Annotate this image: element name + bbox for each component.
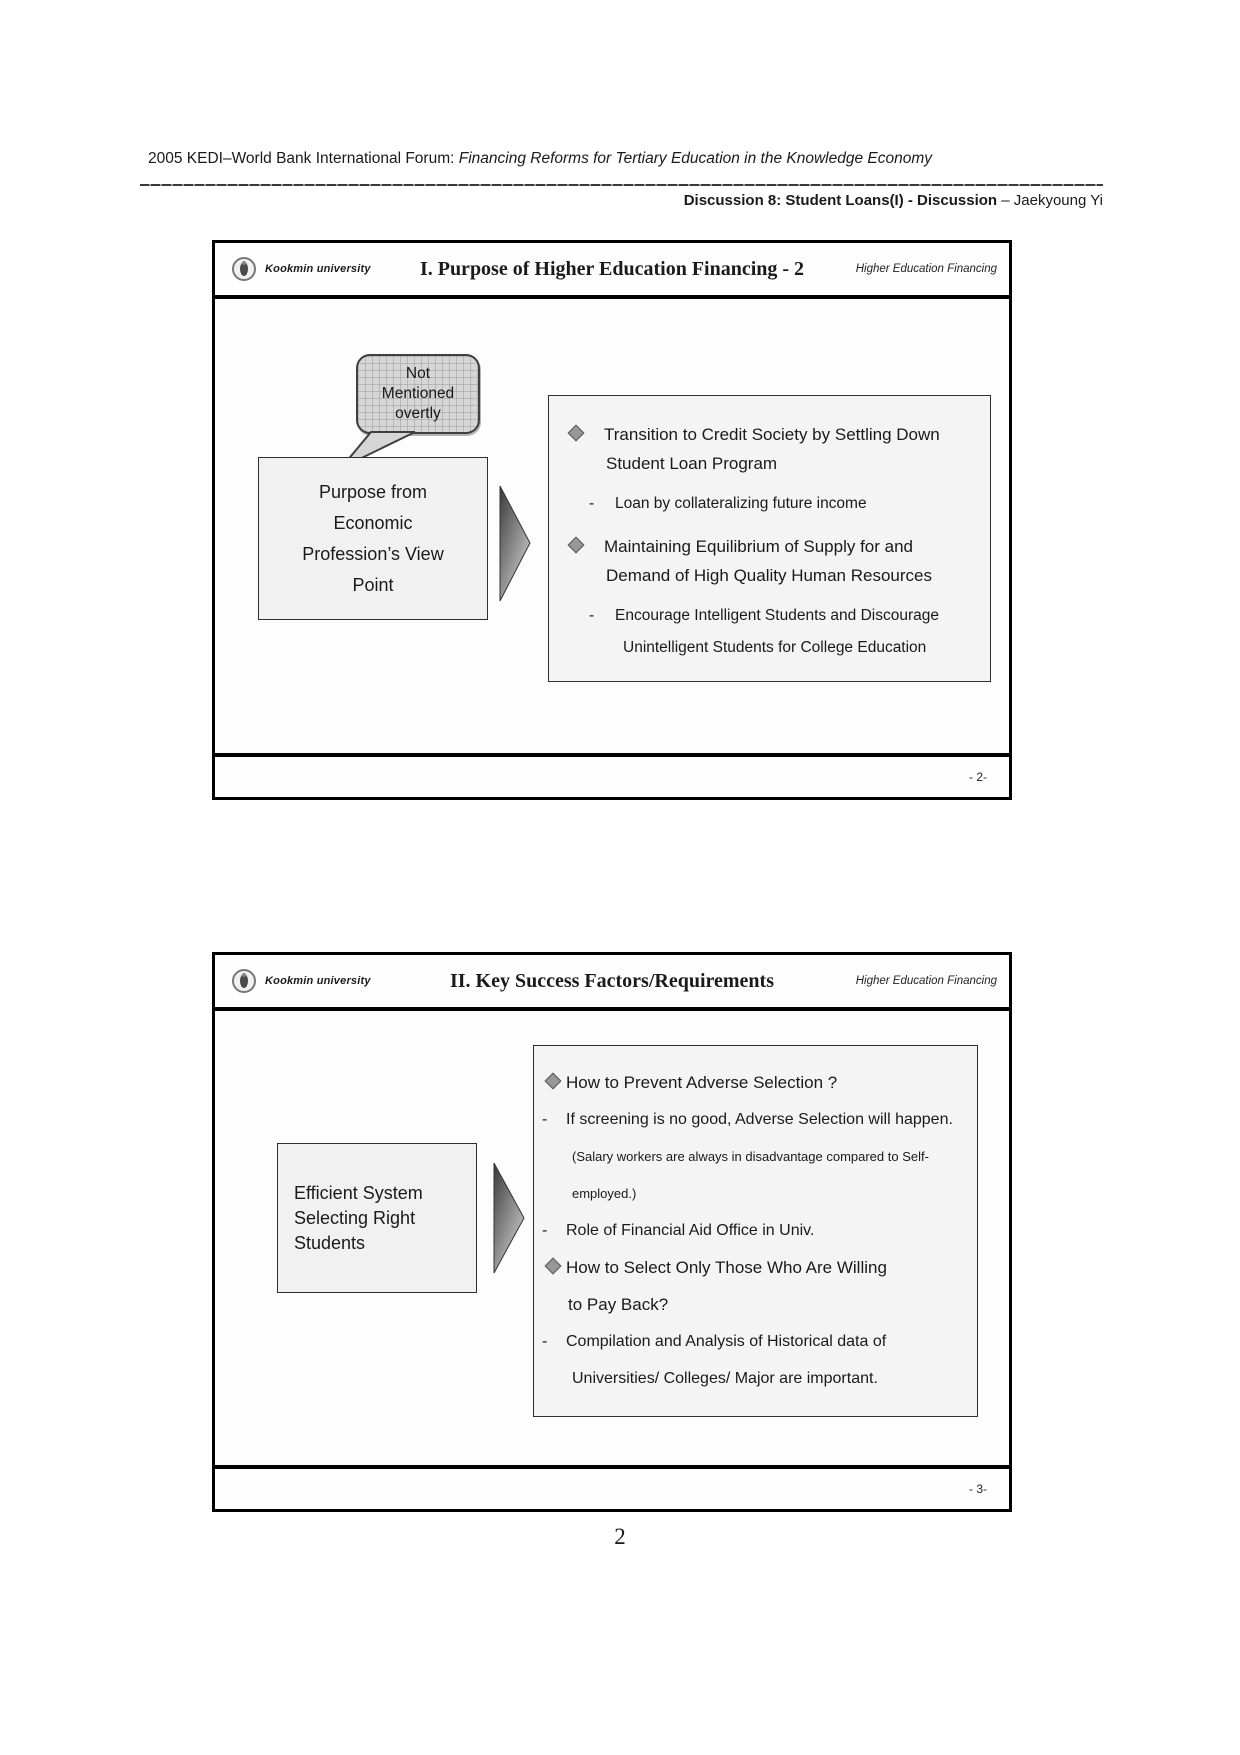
slide-2: Kookmin university II. Key Success Facto… (212, 952, 1012, 1512)
efficient-system-box: Efficient System Selecting Right Student… (277, 1143, 477, 1293)
bullet-text: Loan by collateralizing future income (615, 495, 867, 512)
kookmin-logo-icon (232, 257, 256, 281)
slide-2-title: II. Key Success Factors/Requirements (449, 969, 775, 992)
slide-1-body: Not Mentioned overtly Purpose from Econo… (215, 299, 1009, 753)
slide-1-header: Kookmin university I. Purpose of Higher … (215, 243, 1009, 299)
forum-title-italic: Financing Reforms for Tertiary Education… (454, 150, 933, 167)
bullet-text: If screening is no good, Adverse Selecti… (566, 1111, 953, 1128)
slide-1-content-box: Transition to Credit Society by Settling… (548, 395, 991, 682)
bullet-item: How to Prevent Adverse Selection ? (544, 1064, 959, 1101)
slide-1-corner-label: Higher Education Financing (855, 263, 997, 275)
bullet-subitem: - If screening is no good, Adverse Select… (542, 1101, 959, 1212)
bullet-subitem: - Compilation and Analysis of Historical … (542, 1323, 959, 1397)
slide-2-content-box: How to Prevent Adverse Selection ? - If s… (533, 1045, 978, 1417)
dash-bullet: - (542, 1111, 548, 1128)
bullet-text: Maintaining Equilibrium of Supply for an… (604, 537, 932, 585)
slide-2-corner-label: Higher Education Financing (855, 975, 997, 987)
slide-page-number: - 2- (969, 770, 987, 784)
bullet-subitem: - Encourage Intelligent Students and Disc… (589, 600, 976, 664)
bullet-text: Compilation and Analysis of Historical d… (566, 1333, 887, 1387)
brand-label: Kookmin university (265, 975, 371, 987)
forum-title: 2005 KEDI–World Bank International Forum… (148, 150, 932, 168)
dash-bullet: - (589, 607, 595, 624)
speech-bubble: Not Mentioned overtly (356, 354, 480, 434)
diamond-bullet-icon (567, 424, 585, 442)
dash-bullet: - (542, 1333, 548, 1350)
right-arrow-icon (493, 1162, 525, 1274)
bullet-note: (Salary workers are always in disadvanta… (572, 1149, 929, 1201)
discussion-label: Discussion 8: Student Loans(I) - Discuss… (683, 192, 998, 209)
brand-group: Kookmin university (231, 243, 371, 295)
bullet-subitem: - Role of Financial Aid Office in Univ. (542, 1212, 959, 1249)
slide-1-title: I. Purpose of Higher Education Financing… (419, 257, 805, 280)
bullet-text: How to Select Only Those Who Are Willing… (566, 1258, 887, 1314)
slide-2-footer: - 3- (215, 1465, 1009, 1509)
bullet-item: How to Select Only Those Who Are Willing… (544, 1249, 959, 1323)
kookmin-logo-icon (232, 969, 256, 993)
bullet-item: Transition to Credit Society by Settling… (567, 420, 976, 478)
slide-page-number: - 3- (969, 1482, 987, 1496)
bullet-text: Encourage Intelligent Students and Disco… (615, 607, 939, 656)
bullet-text: Role of Financial Aid Office in Univ. (566, 1222, 815, 1239)
bullet-text: Transition to Credit Society by Settling… (604, 425, 940, 473)
purpose-box: Purpose from Economic Profession’s View … (258, 457, 488, 620)
slide-1: Kookmin university I. Purpose of Higher … (212, 240, 1012, 800)
diamond-bullet-icon (544, 1257, 562, 1275)
header-divider-rule (140, 184, 1103, 186)
right-arrow-icon (499, 485, 531, 602)
page-number: 2 (614, 1524, 626, 1549)
discussion-author: – Jaekyoung Yi (997, 192, 1103, 209)
discussion-line: Discussion 8: Student Loans(I) - Discuss… (140, 192, 1103, 209)
bullet-subitem: - Loan by collateralizing future income (589, 488, 976, 520)
slide-2-body: Efficient System Selecting Right Student… (215, 1011, 1009, 1465)
bullet-text: How to Prevent Adverse Selection ? (566, 1073, 838, 1092)
dash-bullet: - (542, 1222, 548, 1239)
forum-title-prefix: 2005 KEDI–World Bank International Forum… (148, 150, 455, 167)
bullet-item: Maintaining Equilibrium of Supply for an… (567, 532, 976, 590)
dash-bullet: - (589, 495, 595, 512)
brand-group: Kookmin university (231, 955, 371, 1007)
diamond-bullet-icon (567, 536, 585, 554)
brand-label: Kookmin university (265, 263, 371, 275)
slide-1-footer: - 2- (215, 753, 1009, 797)
diamond-bullet-icon (544, 1072, 562, 1090)
slide-2-header: Kookmin university II. Key Success Facto… (215, 955, 1009, 1011)
